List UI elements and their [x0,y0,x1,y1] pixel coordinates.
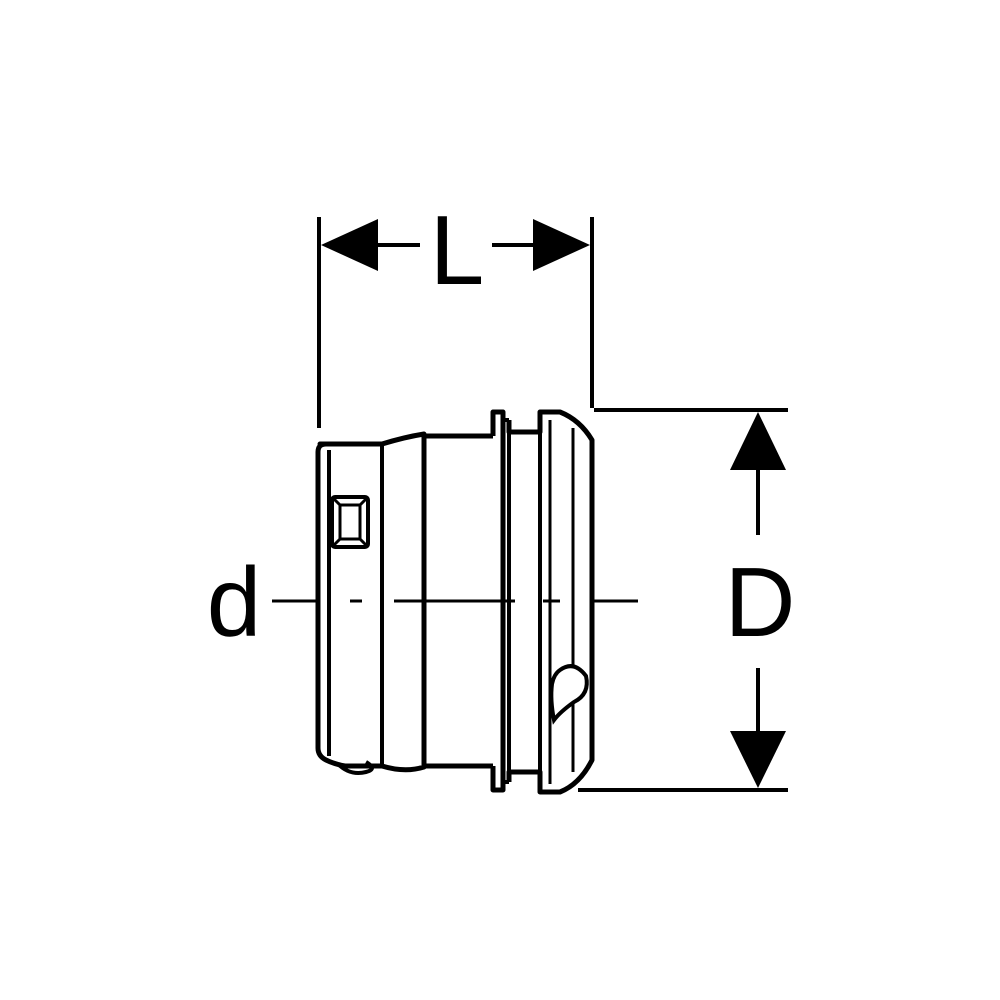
groove-segment [506,409,595,795]
inner-diameter-label: d [207,547,262,657]
fitting-body [315,409,595,795]
dimension-length [317,217,594,428]
arrow-left-icon [321,219,378,271]
fitting-pipe-section [315,431,427,773]
dimension-outer-diameter [578,408,788,792]
arrow-up-icon [730,412,786,470]
flange-left [490,409,506,793]
length-label: L [430,195,485,305]
outer-diameter-label: D [725,547,796,657]
fitting-bottom-bead [336,760,374,775]
inspection-window-icon [330,495,370,549]
arrow-right-icon [533,219,590,271]
arrow-down-icon [730,731,786,788]
release-tab-icon [549,664,589,725]
